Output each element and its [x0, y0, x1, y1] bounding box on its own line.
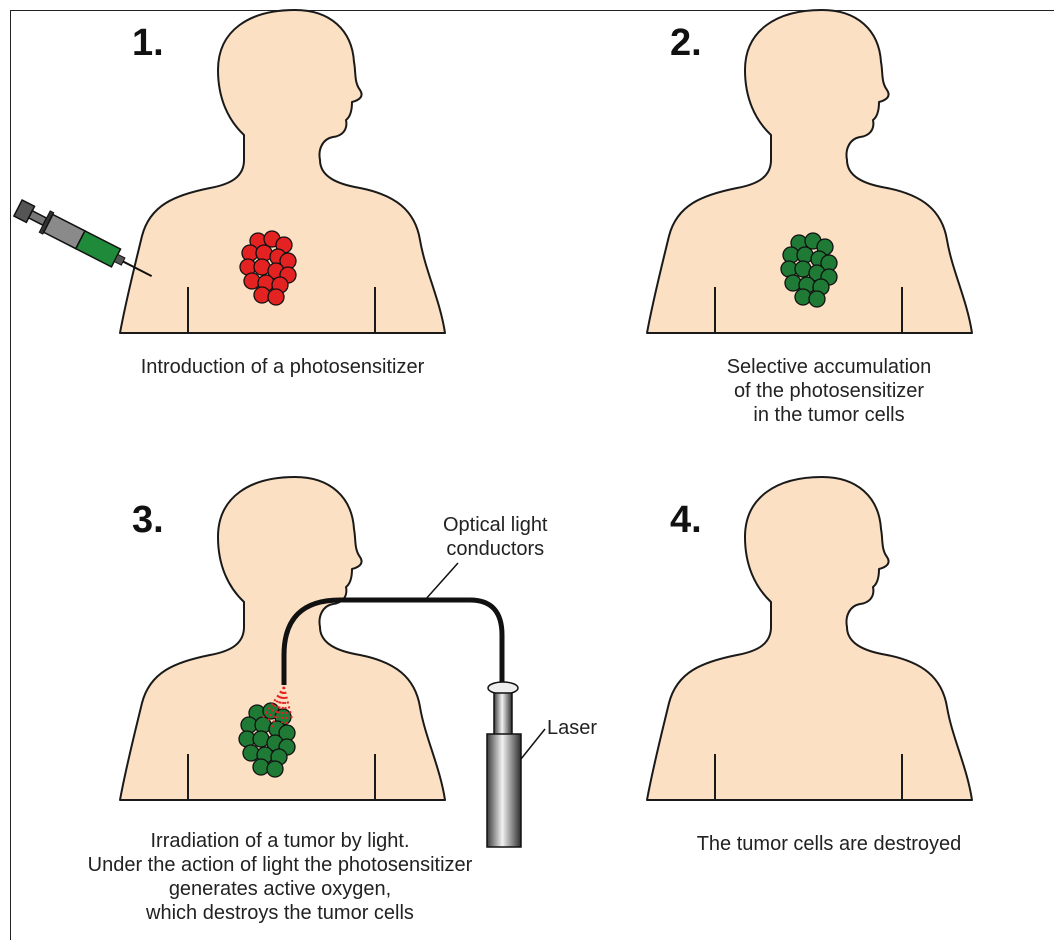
caption-line: Under the action of light the photosensi…	[30, 853, 530, 877]
panel-4-illustration	[527, 467, 1054, 934]
tumor-cell	[268, 289, 284, 305]
caption-line: The tumor cells are destroyed	[639, 832, 1019, 856]
panel-step-4: 4. The tumor cells are destroyed	[527, 467, 1054, 934]
step-number: 4.	[670, 499, 702, 542]
tumor-cell	[267, 761, 283, 777]
caption-line: Selective accumulation	[639, 355, 1019, 379]
panel-step-1: 1. Introduction of a photosensitizer	[0, 0, 527, 467]
caption-line: generates active oxygen,	[30, 877, 530, 901]
caption-line: in the tumor cells	[639, 403, 1019, 427]
tumor-cell	[809, 291, 825, 307]
step-caption: Introduction of a photosensitizer	[100, 355, 465, 379]
fiber-leader-line	[0, 467, 600, 667]
caption-line: which destroys the tumor cells	[30, 901, 530, 925]
step-number: 2.	[670, 22, 702, 65]
step-number: 1.	[132, 22, 164, 65]
caption-line: Introduction of a photosensitizer	[100, 355, 465, 379]
step-caption: Irradiation of a tumor by light. Under t…	[30, 829, 530, 925]
step-caption: Selective accumulation of the photosensi…	[639, 355, 1019, 427]
caption-line: of the photosensitizer	[639, 379, 1019, 403]
panel-step-2: 2. Selective accumulation of the photose…	[527, 0, 1054, 467]
caption-line: Irradiation of a tumor by light.	[30, 829, 530, 853]
step-caption: The tumor cells are destroyed	[639, 832, 1019, 856]
panel-1-illustration	[0, 0, 527, 467]
